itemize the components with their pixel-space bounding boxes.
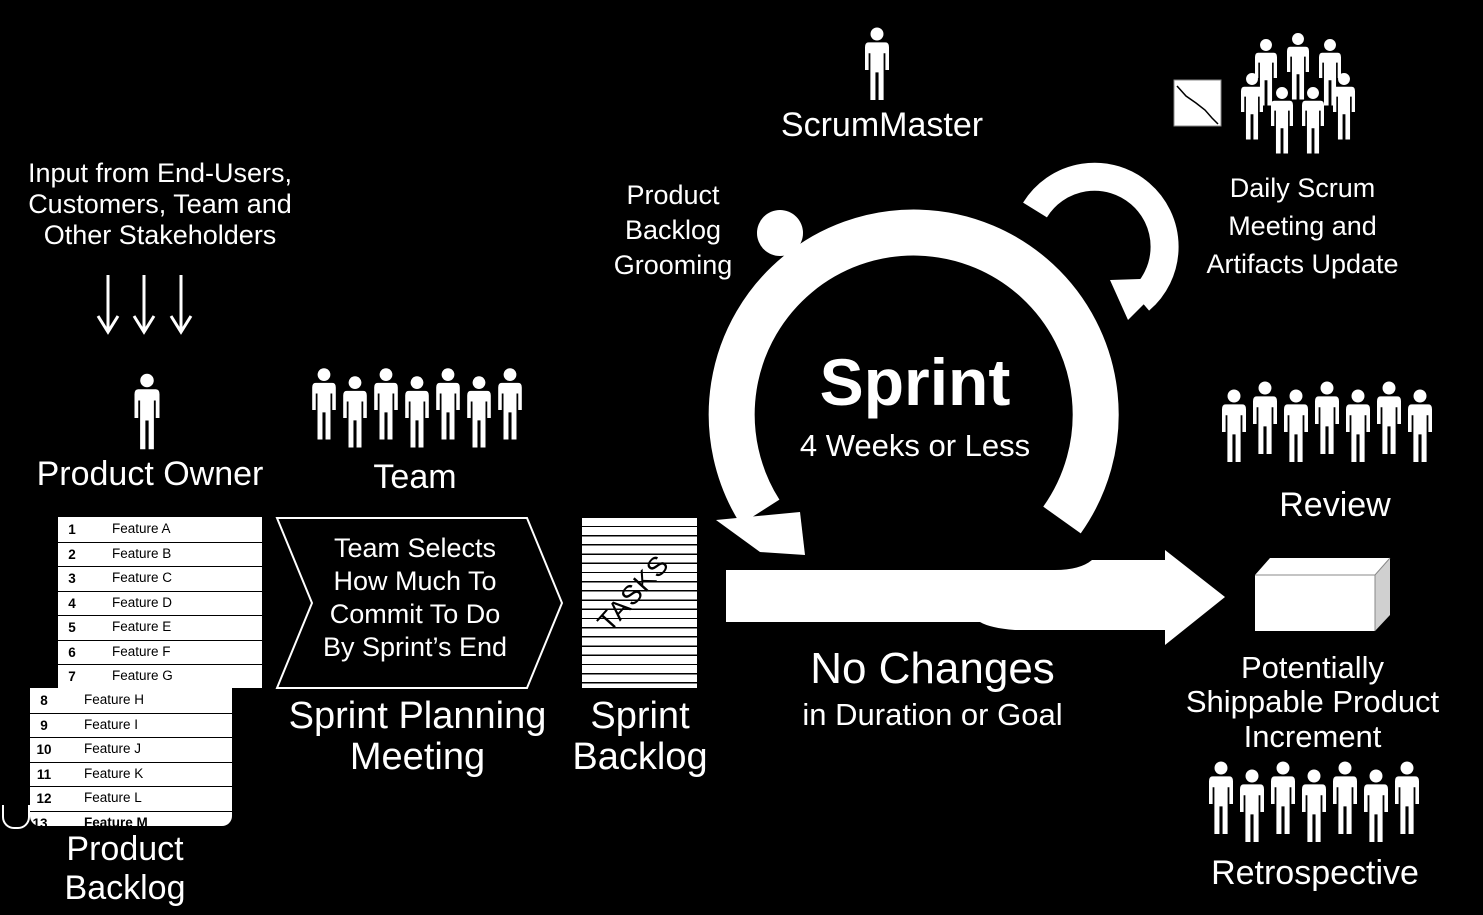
sprint-cycle-arrow <box>708 162 1225 645</box>
team-label: Team <box>373 458 457 496</box>
product-owner-label: Product Owner <box>36 455 264 493</box>
backlog-row: 5 Feature E <box>58 615 262 641</box>
backlog-row: 9 Feature I <box>30 713 232 738</box>
backlog-row-feature: Feature M <box>84 814 148 827</box>
backlog-row-feature: Feature C <box>112 570 173 585</box>
backlog-row-feature: Feature I <box>84 716 139 732</box>
sprint-backlog-sheet <box>582 518 697 688</box>
backlog-row: 3 Feature C <box>58 566 262 592</box>
backlog-row-number: 6 <box>68 644 76 660</box>
backlog-row-feature: Feature E <box>112 619 172 634</box>
backlog-row-number: 8 <box>40 693 48 708</box>
backlog-row-number: 10 <box>36 742 52 757</box>
backlog-row-number: 11 <box>36 766 52 782</box>
review-label: Review <box>1279 486 1391 524</box>
backlog-row-number: 12 <box>36 791 52 806</box>
sprint-planning-chevron <box>275 517 564 689</box>
backlog-row: 8 Feature H <box>30 688 232 714</box>
no-changes-title: No Changes <box>810 644 1055 693</box>
backlog-row: 4 Feature D <box>58 591 262 616</box>
product-owner-icon <box>134 373 160 450</box>
backlog-row-feature: Feature F <box>112 643 171 659</box>
backlog-row: 10 Feature J <box>30 737 232 763</box>
backlog-row: 13 Feature M <box>30 811 232 827</box>
backlog-row-number: 1 <box>68 522 76 537</box>
sprint-title: Sprint <box>819 345 1011 419</box>
backlog-row-number: 9 <box>40 717 48 733</box>
burndown-chart-icon <box>1173 79 1222 127</box>
backlog-row-number: 2 <box>68 546 76 562</box>
team-icon <box>312 368 522 448</box>
retrospective-label: Retrospective <box>1211 854 1419 892</box>
review-team-icon <box>1222 381 1432 462</box>
backlog-row-feature: Feature H <box>84 692 145 707</box>
daily-scrum-team-icon <box>1241 33 1355 154</box>
no-changes-subtitle: in Duration or Goal <box>802 697 1063 732</box>
backlog-scroll-curl-icon <box>2 805 30 829</box>
backlog-row-feature: Feature G <box>112 668 173 683</box>
backlog-row: 1 Feature A <box>58 517 262 543</box>
backlog-row-feature: Feature D <box>112 594 173 610</box>
product-backlog-sheet-front: 1 Feature A 2 Feature B 3 Feature C 4 Feature D… <box>58 517 262 690</box>
backlog-row-number: 4 <box>68 595 76 611</box>
backlog-row-feature: Feature A <box>112 521 171 536</box>
product-increment-box-icon <box>1255 557 1391 631</box>
backlog-row-feature: Feature K <box>84 765 144 781</box>
backlog-row-number: 3 <box>68 571 76 586</box>
backlog-row: 7 Feature G <box>58 664 262 690</box>
backlog-row: 11 Feature K <box>30 762 232 787</box>
scrum-master-label: ScrumMaster <box>780 106 984 144</box>
backlog-row: 2 Feature B <box>58 542 262 567</box>
scrum-master-icon <box>865 27 889 100</box>
input-from-stakeholders-label: Input from End-Users,Customers, Team and… <box>27 158 293 250</box>
backlog-row-number: 13 <box>32 815 48 827</box>
backlog-row: 6 Feature F <box>58 640 262 665</box>
backlog-row: 12 Feature L <box>30 786 232 812</box>
backlog-row-number: 7 <box>68 669 76 684</box>
sprint-duration-label: 4 Weeks or Less <box>799 428 1031 463</box>
retrospective-team-icon <box>1209 761 1419 842</box>
backlog-row-feature: Feature J <box>84 741 142 756</box>
input-arrows <box>96 275 193 335</box>
backlog-row-feature: Feature B <box>112 545 172 561</box>
backlog-row-number: 5 <box>68 620 76 635</box>
backlog-row-feature: Feature L <box>84 790 142 805</box>
